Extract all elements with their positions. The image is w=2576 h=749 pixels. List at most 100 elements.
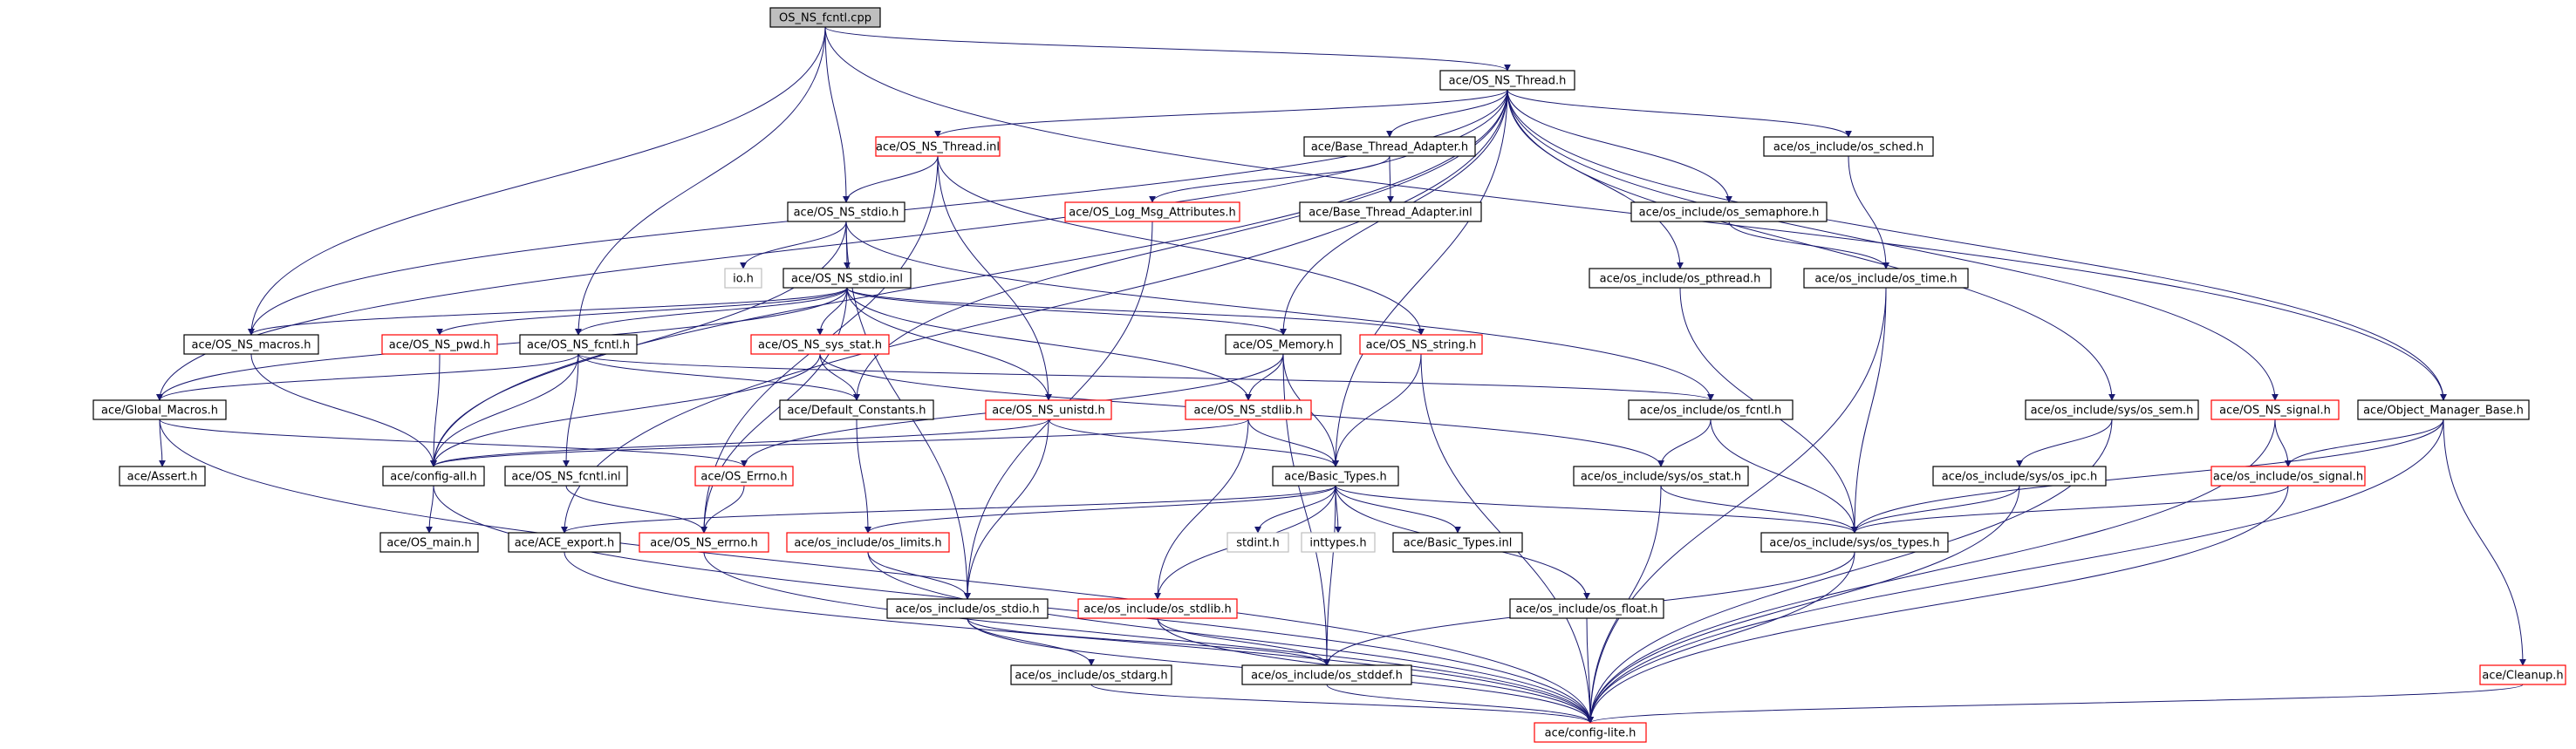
node-box-osnsunistd_h [985,399,1112,420]
node-sysipc_h[interactable]: ace/os_include/sys/os_ipc.h [1932,466,2107,487]
edge-osnsstdio_inl-to-osnsstring_h [846,287,1425,336]
node-defaultconstants_h[interactable]: ace/Default_Constants.h [779,399,934,420]
node-box-osmain_h [379,532,479,553]
edge-ostime_h-to-configlite_h [1587,287,1887,724]
node-osnsstdio_inl[interactable]: ace/OS_NS_stdio.inl [782,268,912,289]
node-osnsunistd_h[interactable]: ace/OS_NS_unistd.h [985,399,1112,420]
edge-root-to-osnsmacros_h [248,26,826,336]
edge-osnsfcntl_h-to-osfcntl_h [577,353,1714,401]
node-osnsstdio_h[interactable]: ace/OS_NS_stdio.h [787,201,905,222]
node-ospthread_h[interactable]: ace/os_include/os_pthread.h [1589,268,1772,289]
node-ossignal_h[interactable]: ace/os_include/os_signal.h [2210,466,2366,487]
node-ossem_h[interactable]: ace/os_include/sys/os_sem.h [2025,399,2199,420]
node-osnssignal_h[interactable]: ace/OS_NS_signal.h [2210,399,2340,420]
node-systypes_h[interactable]: ace/os_include/sys/os_types.h [1760,532,1949,553]
node-box-osstdlib_h [1077,598,1238,619]
edge-osnsfcntl_inl-to-osnserrno_h [565,485,707,534]
node-objmgrbase_h[interactable]: ace/Object_Manager_Base.h [2357,399,2530,420]
edge-osstdio_h-to-osstddef_h [967,617,1330,666]
node-label-osmemory_h: ace/OS_Memory.h [1233,339,1334,352]
node-osfloat_h[interactable]: ace/os_include/os_float.h [1509,598,1664,619]
edge-osnsstdio_inl-to-globalmacros_h [156,287,848,401]
node-ossemaphore_h[interactable]: ace/os_include/os_semaphore.h [1630,201,1828,222]
node-box-ossem_h [2025,399,2199,420]
edge-ossignal_h-to-systypes_h [1851,485,2289,534]
node-label-ospthread_h: ace/os_include/os_pthread.h [1600,273,1761,286]
node-io_h[interactable]: io.h [724,268,762,289]
edge-objmgrbase_h-to-ossignal_h [2285,419,2444,467]
node-osstdio_h[interactable]: ace/os_include/os_stdio.h [886,598,1049,619]
node-ostime_h[interactable]: ace/os_include/os_time.h [1803,268,1969,289]
node-sysstat_h[interactable]: ace/os_include/sys/os_stat.h [1573,466,1749,487]
node-ossched_h[interactable]: ace/os_include/os_sched.h [1763,136,1934,157]
edge-osnsfcntl_h-to-defaultconstants_h [577,353,860,401]
node-box-osnsstdio_inl [782,268,912,289]
node-osmemory_h[interactable]: ace/OS_Memory.h [1225,334,1342,355]
node-box-systypes_h [1760,532,1949,553]
node-osstdlib_h[interactable]: ace/os_include/os_stdlib.h [1077,598,1238,619]
node-basictypes_inl[interactable]: ace/Basic_Types.inl [1392,532,1523,553]
node-box-osfloat_h [1509,598,1664,619]
node-configall_h[interactable]: ace/config-all.h [382,466,485,487]
node-box-ospthread_h [1589,268,1772,289]
node-label-aceexport_h: ace/ACE_export.h [515,537,614,550]
node-label-osnsstdio_inl: ace/OS_NS_stdio.inl [791,273,903,286]
node-box-osnsstring_h [1359,334,1483,355]
edge-basethreadadapter_h-to-oslogmsg_h [1149,155,1390,203]
node-stdint_h[interactable]: stdint.h [1227,532,1289,553]
node-osnspwd_h[interactable]: ace/OS_NS_pwd.h [381,334,498,355]
node-osnsfcntl_h[interactable]: ace/OS_NS_fcntl.h [519,334,638,355]
node-osnsmacros_h[interactable]: ace/OS_NS_macros.h [183,334,319,355]
node-assert_h[interactable]: ace/Assert.h [119,466,206,487]
node-osnsfcntl_inl[interactable]: ace/OS_NS_fcntl.inl [504,466,628,487]
node-root[interactable]: OS_NS_fcntl.cpp [769,7,881,28]
edge-osnsstring_h-to-basictypes_h [1332,353,1422,467]
edge-osnsstdio_inl-to-osmemory_h [846,287,1287,336]
node-osnsthread_h[interactable]: ace/OS_NS_Thread.h [1439,70,1575,91]
edge-osnsmacros_h-to-configall_h [250,353,437,467]
node-osnsstring_h[interactable]: ace/OS_NS_string.h [1359,334,1483,355]
node-oslimits_h[interactable]: ace/os_include/os_limits.h [786,532,950,553]
node-osfcntl_h[interactable]: ace/os_include/os_fcntl.h [1628,399,1794,420]
node-osnssysstat_h[interactable]: ace/OS_NS_sys_stat.h [750,334,890,355]
edge-root-to-osnsfcntl_h [575,26,826,336]
edge-globalmacros_h-to-configlite_h [159,419,1594,724]
node-box-aceexport_h [508,532,621,553]
node-box-basictypes_h [1272,466,1399,487]
node-label-osnsunistd_h: ace/OS_NS_unistd.h [992,405,1105,418]
edge-objmgrbase_h-to-configlite_h [1587,419,2444,724]
node-osnsthread_inl[interactable]: ace/OS_NS_Thread.inl [875,136,1001,157]
node-box-ostime_h [1803,268,1969,289]
node-inttypes_h[interactable]: inttypes.h [1301,532,1376,553]
node-osmain_h[interactable]: ace/OS_main.h [379,532,479,553]
node-aceexport_h[interactable]: ace/ACE_export.h [508,532,621,553]
node-configlite_h[interactable]: ace/config-lite.h [1534,722,1647,743]
node-osstddef_h[interactable]: ace/os_include/os_stddef.h [1241,664,1412,685]
edge-osnsstdio_inl-to-osnsunistd_h [846,287,1052,401]
edge-osnsthread_inl-to-osnsstdio_h [843,155,939,203]
node-globalmacros_h[interactable]: ace/Global_Macros.h [92,399,227,420]
node-oslogmsg_h[interactable]: ace/OS_Log_Msg_Attributes.h [1064,201,1240,222]
node-label-oslimits_h: ace/os_include/os_limits.h [794,537,941,550]
node-osnsstdlib_h[interactable]: ace/OS_NS_stdlib.h [1185,399,1312,420]
node-osnserrno_h[interactable]: ace/OS_NS_errno.h [639,532,769,553]
node-box-cleanup_h [2479,664,2566,685]
node-label-sysipc_h: ace/os_include/sys/os_ipc.h [1942,471,2097,484]
edge-osnsunistd_h-to-configall_h [430,419,1049,467]
node-cleanup_h[interactable]: ace/Cleanup.h [2479,664,2566,685]
edge-osnsthread_h-to-basictypes_h [1332,89,1508,467]
edge-osnsunistd_h-to-osstdio_h [964,419,1049,600]
node-basethreadadapter_inl[interactable]: ace/Base_Thread_Adapter.inl [1299,201,1482,222]
node-label-ostime_h: ace/os_include/os_time.h [1814,273,1957,286]
node-basethreadadapter_h[interactable]: ace/Base_Thread_Adapter.h [1303,136,1476,157]
node-basictypes_h[interactable]: ace/Basic_Types.h [1272,466,1399,487]
node-osstdarg_h[interactable]: ace/os_include/os_stdarg.h [1010,664,1172,685]
edge-osnssignal_h-to-configlite_h [1587,419,2276,724]
node-label-basictypes_inl: ace/Basic_Types.inl [1404,537,1513,550]
node-box-basictypes_inl [1392,532,1523,553]
node-label-osnspwd_h: ace/OS_NS_pwd.h [389,339,490,352]
edge-basictypes_h-to-osstddef_h [1323,485,1336,666]
node-oserrno_h[interactable]: ace/OS_Errno.h [694,466,794,487]
edge-osnsstdio_inl-to-osnsfcntl_h [575,287,848,336]
